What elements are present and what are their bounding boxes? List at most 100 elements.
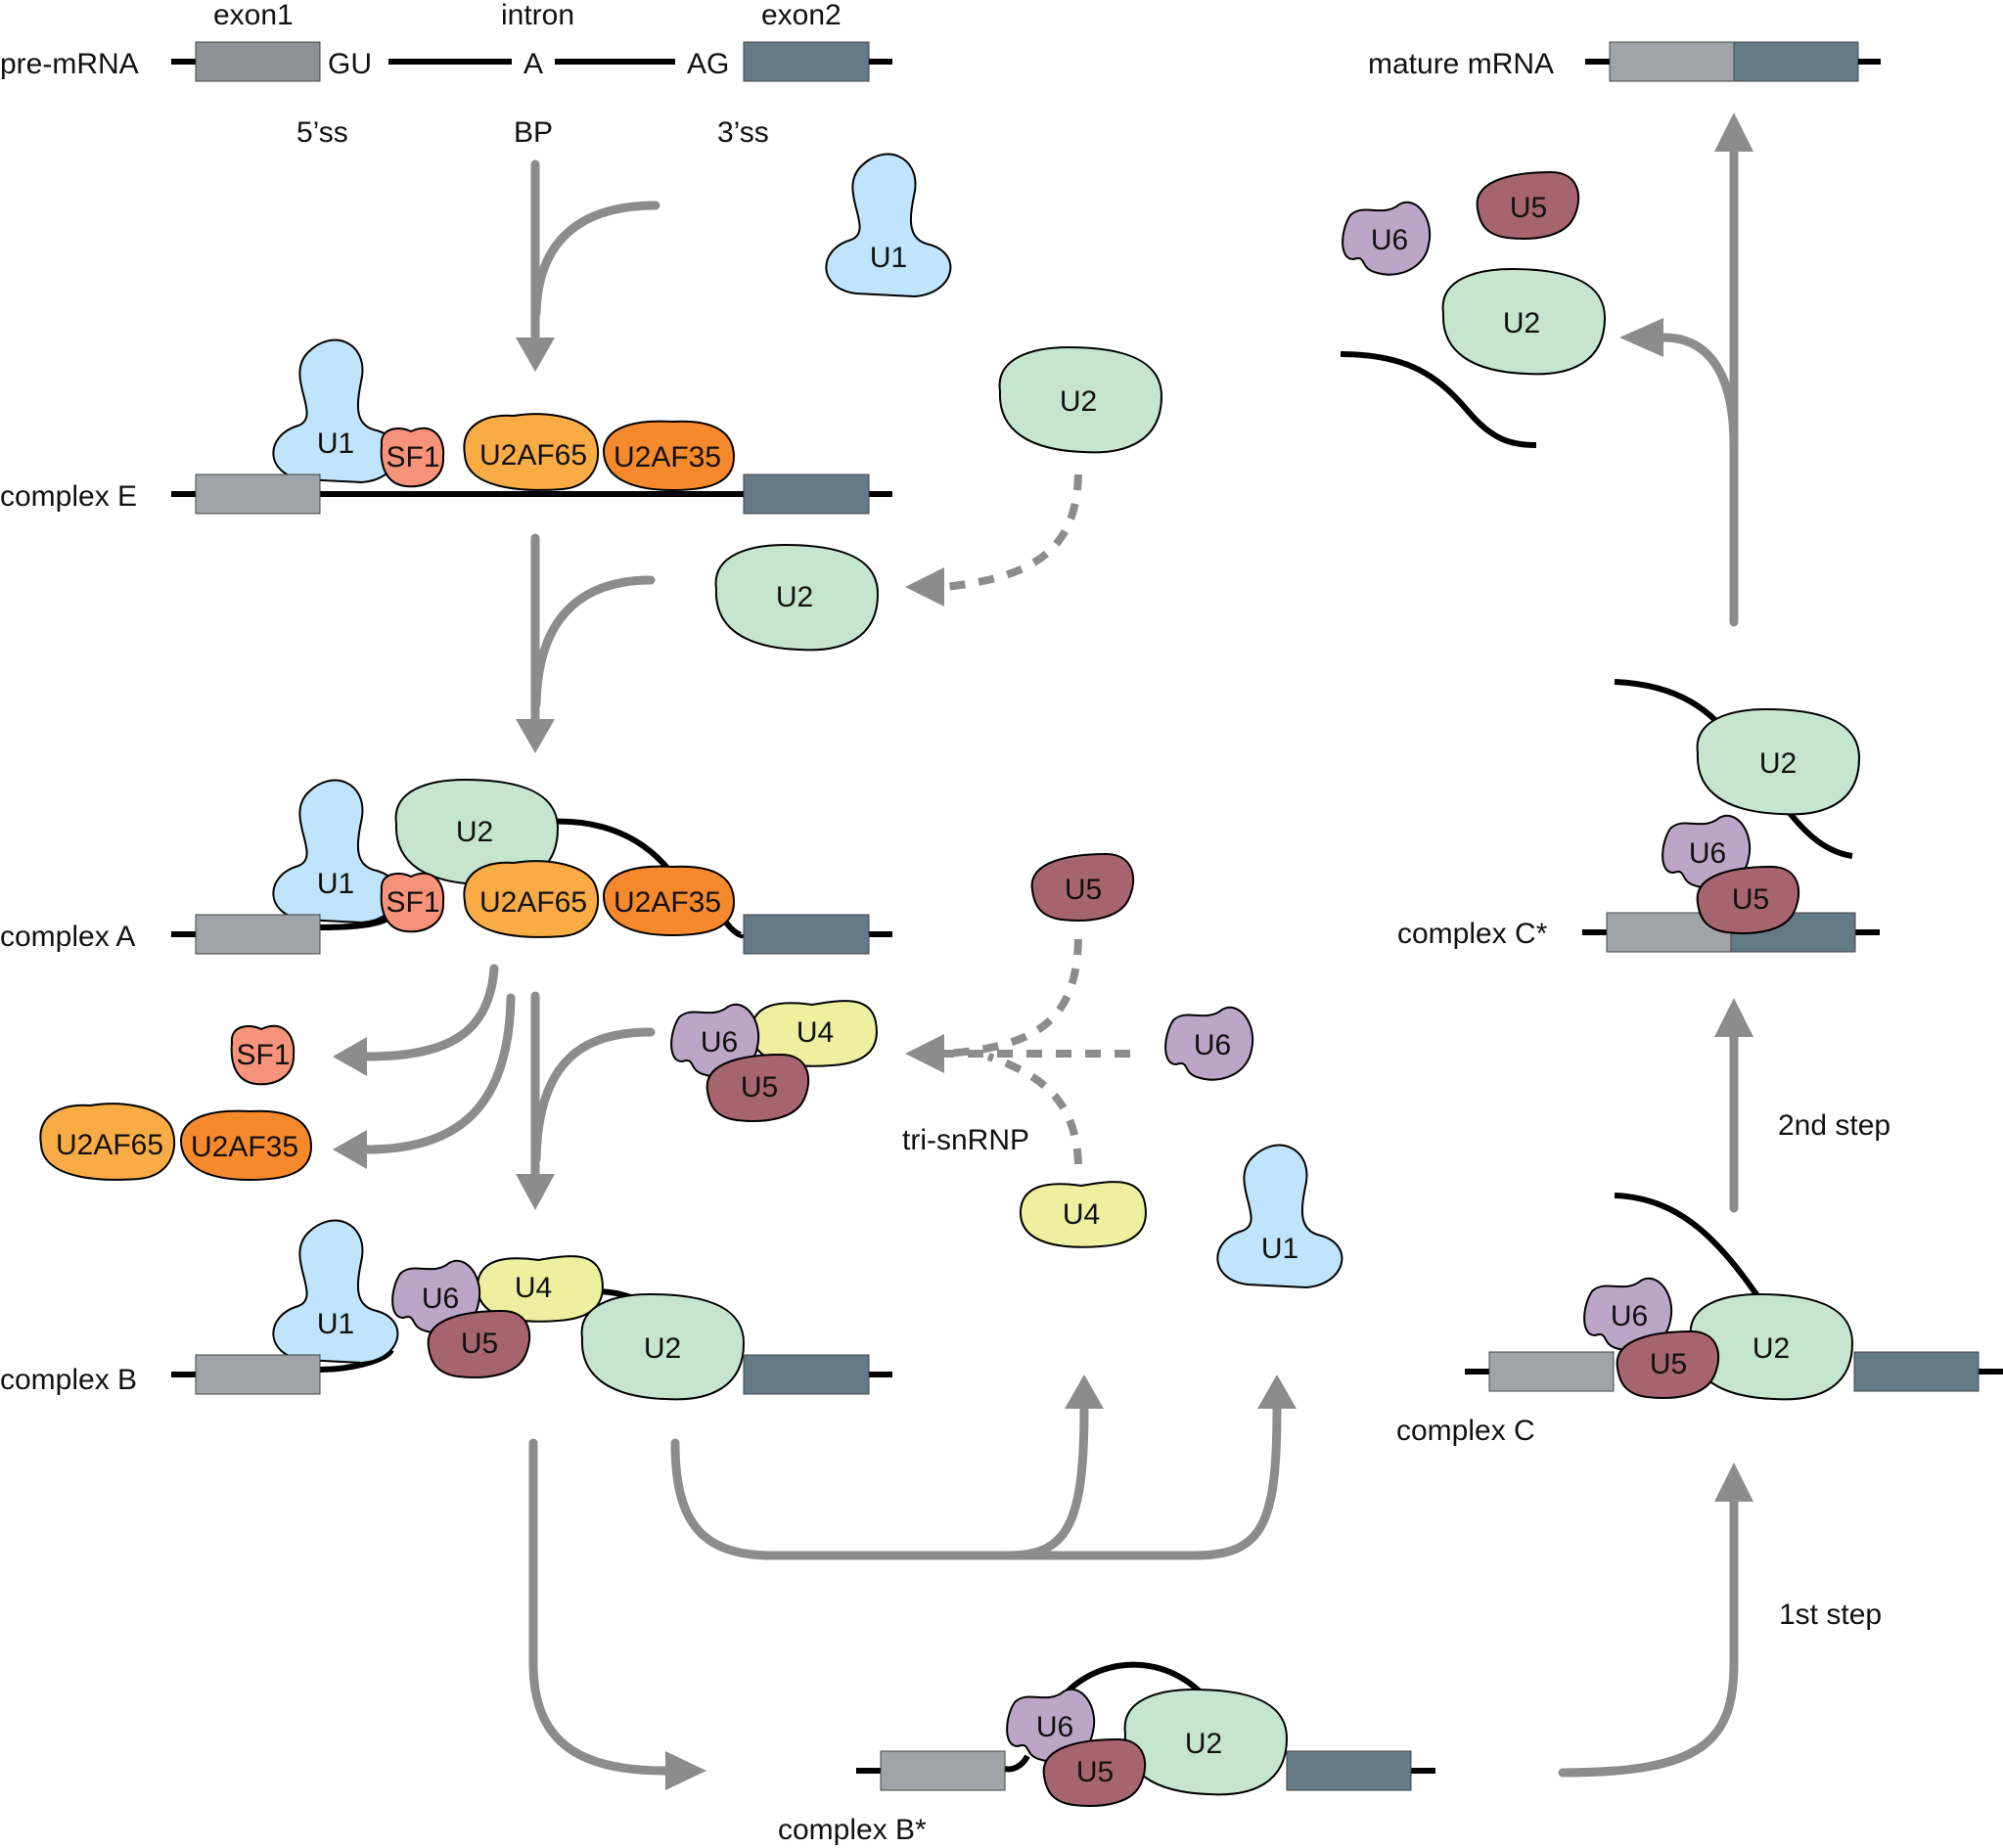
svg-text:U1: U1 xyxy=(1261,1233,1298,1265)
intron-label: intron xyxy=(501,0,574,31)
ag-label: AG xyxy=(687,48,729,80)
pre-mrna: pre-mRNA exon1 intron exon2 GU A AG 5’ss… xyxy=(0,0,892,149)
svg-text:U6: U6 xyxy=(1611,1300,1648,1332)
svg-text:U2AF35: U2AF35 xyxy=(191,1131,298,1163)
svg-text:U2: U2 xyxy=(456,816,493,848)
svg-text:U4: U4 xyxy=(515,1272,552,1304)
sf1-particle: SF1 xyxy=(380,872,445,933)
svg-text:U5: U5 xyxy=(741,1071,778,1104)
complex-bstar-label: complex B* xyxy=(778,1814,927,1846)
svg-text:U4: U4 xyxy=(1063,1198,1100,1231)
sf1-released: SF1 xyxy=(230,1024,296,1086)
u5-particle: U5 xyxy=(1042,1738,1147,1807)
svg-text:U1: U1 xyxy=(870,242,907,274)
u2-free-mid: U2 xyxy=(714,544,879,652)
u5-particle: U5 xyxy=(427,1310,531,1378)
exon2-box xyxy=(743,41,870,82)
svg-text:U2: U2 xyxy=(1753,1332,1790,1365)
svg-text:SF1: SF1 xyxy=(236,1039,290,1071)
a-label: A xyxy=(524,48,543,80)
svg-text:U2AF35: U2AF35 xyxy=(614,441,721,473)
tri-snrnp-label: tri-snRNP xyxy=(902,1124,1029,1156)
svg-text:U1: U1 xyxy=(317,428,354,460)
u5-particle: U5 xyxy=(1616,1330,1720,1399)
mature-mrna-label: mature mRNA xyxy=(1368,48,1554,80)
complex-e-label: complex E xyxy=(0,480,137,513)
u1-free-mid: U1 xyxy=(1216,1144,1343,1288)
u6-particle: U6 xyxy=(1662,814,1752,889)
u2af35-particle: U2AF35 xyxy=(602,420,735,491)
mature-mrna: mature mRNA xyxy=(1368,41,1881,82)
pre-mrna-label: pre-mRNA xyxy=(0,48,139,80)
released-post: U6 U5 U2 xyxy=(1340,171,1606,448)
u6-particle: U6 xyxy=(1342,201,1432,276)
sf1-particle: SF1 xyxy=(380,427,445,488)
u1-free-top: U1 xyxy=(825,153,952,297)
svg-text:U2: U2 xyxy=(1759,747,1797,780)
arrows xyxy=(333,113,1753,1790)
svg-text:SF1: SF1 xyxy=(386,886,439,919)
u5-free-mid: U5 xyxy=(1030,853,1135,922)
second-step-label: 2nd step xyxy=(1778,1109,1890,1142)
svg-text:U4: U4 xyxy=(797,1016,834,1049)
complex-e: U1 SF1 U2AF65 U2AF35 complex E xyxy=(0,338,892,515)
svg-text:U6: U6 xyxy=(1036,1711,1073,1743)
svg-text:U6: U6 xyxy=(1194,1029,1231,1061)
complex-c: U6 U2 U5 complex C xyxy=(1396,1193,2003,1447)
u2-particle: U2 xyxy=(394,779,559,886)
u2-particle: U2 xyxy=(1441,268,1606,376)
u2-free-top: U2 xyxy=(998,346,1162,454)
svg-text:U2AF65: U2AF65 xyxy=(479,886,587,919)
svg-text:U2AF35: U2AF35 xyxy=(614,886,721,919)
u4-particle: U4 xyxy=(476,1255,604,1323)
complex-a-label: complex A xyxy=(0,921,135,953)
svg-text:U6: U6 xyxy=(422,1283,459,1315)
gu-label: GU xyxy=(328,48,372,80)
svg-text:U2AF65: U2AF65 xyxy=(56,1129,163,1161)
u5-particle: U5 xyxy=(1476,171,1580,240)
u2-particle: U2 xyxy=(1696,708,1860,816)
svg-text:U2: U2 xyxy=(644,1332,681,1365)
exon2-label: exon2 xyxy=(761,0,842,31)
svg-text:U5: U5 xyxy=(1732,883,1769,916)
svg-text:U5: U5 xyxy=(1510,192,1547,224)
svg-text:U6: U6 xyxy=(701,1026,738,1059)
complex-b: U1 U4 U6 U5 U2 complex B xyxy=(0,1219,892,1401)
u2af35-released: U2AF35 xyxy=(179,1109,312,1181)
exon1-box xyxy=(195,41,321,82)
u6-free-mid: U6 xyxy=(1164,1006,1254,1081)
svg-text:U1: U1 xyxy=(317,868,354,900)
u1-particle: U1 xyxy=(272,779,399,924)
complex-b-label: complex B xyxy=(0,1364,137,1396)
5ss-label: 5’ss xyxy=(296,116,348,149)
complex-bstar: U6 U2 U5 complex B* xyxy=(778,1661,1435,1846)
u2af35-particle: U2AF35 xyxy=(602,865,735,936)
svg-text:U1: U1 xyxy=(317,1308,354,1340)
tri-snrnp: U4 U6 U5 tri-snRNP xyxy=(670,1000,1029,1156)
svg-text:U2: U2 xyxy=(1503,307,1540,339)
svg-text:U5: U5 xyxy=(461,1328,498,1360)
u6-particle: U6 xyxy=(670,1003,760,1078)
u2af65-particle: U2AF65 xyxy=(463,413,600,491)
u1-particle: U1 xyxy=(272,338,399,483)
svg-text:U2: U2 xyxy=(1185,1728,1222,1760)
u2af65-particle: U2AF65 xyxy=(463,860,600,938)
svg-text:U5: U5 xyxy=(1065,874,1102,906)
svg-text:U2: U2 xyxy=(1060,385,1097,418)
u4-free-mid: U4 xyxy=(1019,1181,1147,1248)
u2af65-released: U2AF65 xyxy=(39,1103,176,1181)
complex-cstar: U2 U6 U5 complex C* xyxy=(1397,679,1880,953)
u6-particle: U6 xyxy=(1583,1277,1673,1352)
u2-particle: U2 xyxy=(1689,1293,1853,1401)
svg-text:SF1: SF1 xyxy=(386,441,439,473)
3ss-label: 3’ss xyxy=(717,116,769,149)
svg-text:U5: U5 xyxy=(1650,1348,1687,1380)
u2-particle: U2 xyxy=(1123,1689,1288,1796)
u6-particle: U6 xyxy=(1006,1688,1096,1763)
complex-cstar-label: complex C* xyxy=(1397,918,1548,950)
u5-particle: U5 xyxy=(1696,866,1800,934)
svg-text:U5: U5 xyxy=(1076,1756,1114,1788)
complex-c-label: complex C xyxy=(1396,1415,1535,1447)
u2-particle: U2 xyxy=(580,1293,745,1401)
